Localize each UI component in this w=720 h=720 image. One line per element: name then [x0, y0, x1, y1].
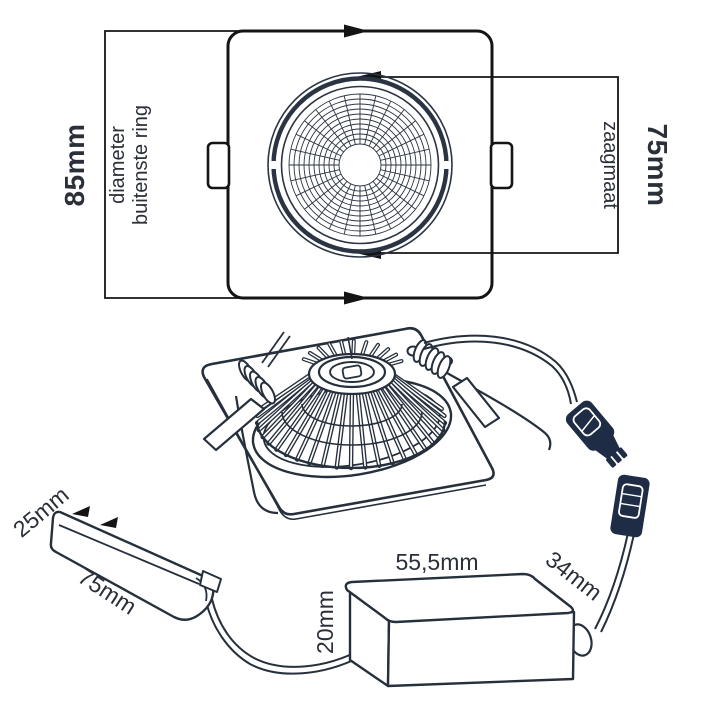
clip-blade-right — [451, 376, 501, 429]
arrow-25mm-a — [72, 506, 90, 517]
label-75mm: 75mm — [642, 124, 673, 207]
side-view: 25mm 75mm — [8, 481, 222, 621]
heatsink-fins — [254, 339, 448, 471]
arrow-bottom-edge — [344, 291, 369, 305]
center-pin — [347, 336, 353, 360]
spring-clip-right — [412, 339, 552, 451]
label-85mm: 85mm — [59, 124, 90, 207]
label-20mm: 20mm — [312, 590, 338, 654]
plate-thickness-edge — [206, 378, 487, 521]
heatsink-cap — [307, 336, 453, 396]
fin-skirt — [255, 420, 447, 470]
spring-clip-left — [202, 331, 291, 515]
spring-coil-right — [412, 339, 452, 379]
reflector-grid — [288, 93, 432, 237]
lamp-face — [267, 72, 453, 258]
driver-box-view: 55,5mm 34mm 20mm — [205, 546, 607, 688]
side-tab — [199, 570, 222, 593]
arrow-top-edge — [344, 24, 369, 38]
frame-tab-right — [489, 141, 514, 190]
bezel-notch-left — [269, 161, 277, 169]
fin-band-outer — [281, 411, 423, 446]
top-view: 85mm diameter buitenste ring 75mm zaagma… — [59, 24, 673, 305]
perspective-view — [201, 326, 650, 633]
cable-driver-to-lamp — [205, 598, 361, 675]
label-85mm-caption-1: diameter — [107, 126, 129, 204]
heatsink — [254, 336, 453, 471]
label-55-5mm: 55,5mm — [395, 549, 478, 575]
cap-hole — [341, 364, 363, 380]
female-connector — [610, 474, 650, 538]
bezel-notch-right — [443, 161, 451, 169]
side-rim-line — [58, 524, 200, 585]
cable-connector-to-driver — [594, 532, 635, 633]
spring-coil-left — [238, 359, 276, 405]
label-75mm-caption: zaagmaat — [599, 121, 621, 209]
frame-tab-left — [206, 141, 231, 190]
label-85mm-caption-2: buitenste ring — [130, 105, 152, 225]
dimension-bracket-85mm — [104, 30, 246, 299]
clip-blade-left — [202, 397, 266, 452]
fin-band-inner — [301, 403, 403, 427]
cable-lamp-to-connector — [423, 334, 578, 405]
male-connector — [565, 400, 628, 468]
driver-box — [344, 572, 576, 688]
arrow-25mm-b — [100, 517, 118, 528]
